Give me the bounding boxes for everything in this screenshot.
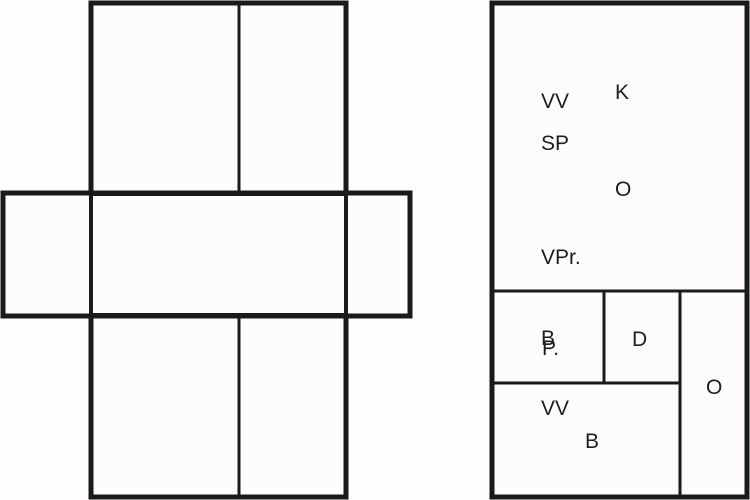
- label-b-bottom: B: [585, 430, 600, 453]
- left-cross-figure: [0, 0, 413, 500]
- label-o-top: O: [615, 178, 632, 201]
- left-center-panel: [89, 192, 348, 317]
- label-vv-bottom: VV: [541, 397, 570, 420]
- label-p-cell: P.: [542, 337, 560, 360]
- right-partition-figure: [489, 0, 750, 500]
- label-d-cell: D: [632, 328, 648, 351]
- label-vpr: VPr.: [541, 246, 581, 269]
- label-b-cell: B: [541, 327, 556, 350]
- right-outer-frame: [489, 0, 750, 500]
- label-k: K: [615, 81, 630, 104]
- label-sp: SP: [541, 132, 570, 155]
- label-vv-top: VV: [541, 90, 570, 113]
- label-o-right: O: [706, 376, 723, 399]
